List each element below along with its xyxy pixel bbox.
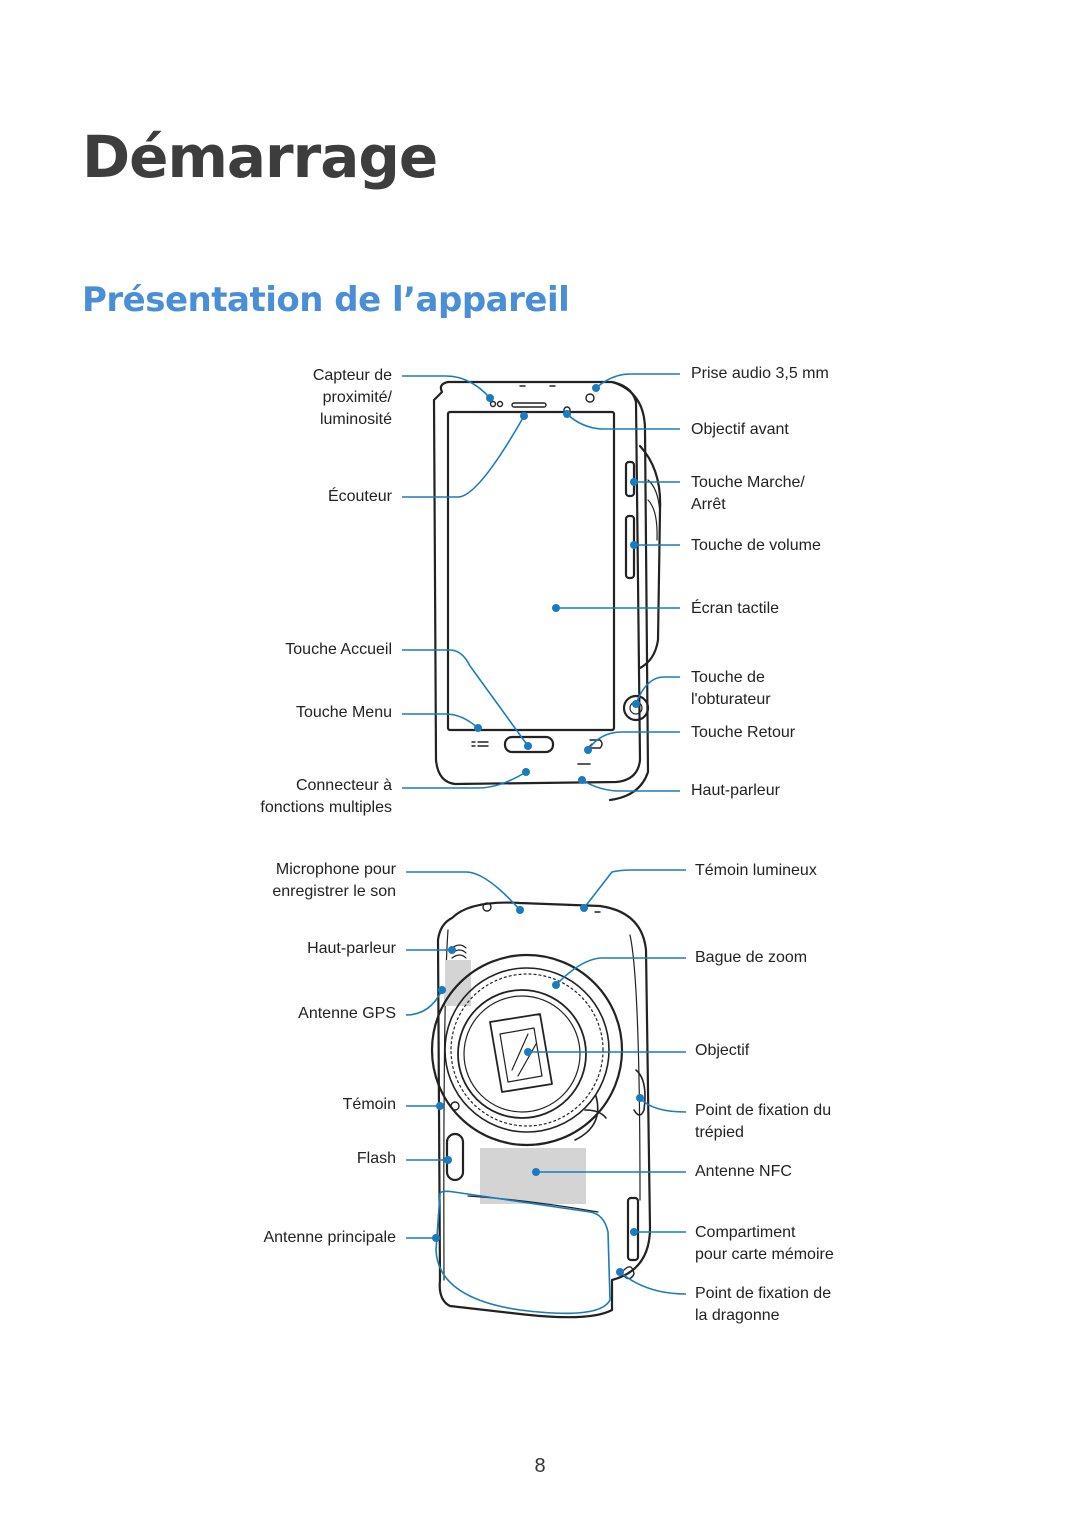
- label-earpiece: Écouteur: [327, 488, 392, 505]
- front-camera-grip: [638, 444, 662, 670]
- home-key-icon: [503, 735, 555, 754]
- tripod-mount-icon: [633, 1069, 646, 1116]
- lens-icon: [457, 989, 587, 1119]
- audio-jack-icon: [585, 393, 595, 403]
- label-power-key: Touche Marche/ Arrêt: [691, 474, 805, 513]
- label-indicator-light: Témoin lumineux: [695, 862, 817, 879]
- nfc-antenna-area: [480, 1148, 586, 1204]
- label-lens: Objectif: [695, 1042, 750, 1059]
- menu-key-icon: [471, 741, 489, 747]
- label-volume-key: Touche de volume: [691, 537, 821, 554]
- front-device: [432, 380, 662, 802]
- label-indicator: Témoin: [342, 1096, 396, 1113]
- label-strap-hole: Point de fixation de la dragonne: [695, 1285, 832, 1324]
- label-zoom-ring: Bague de zoom: [695, 949, 808, 966]
- zoom-ring-outer: [430, 953, 624, 1147]
- page-number: 8: [534, 1455, 546, 1477]
- earpiece-grille-icon: [511, 402, 547, 408]
- label-back-speaker: Haut-parleur: [307, 940, 396, 957]
- indicator-icon: [450, 1101, 460, 1111]
- label-shutter-key: Touche de l'obturateur: [691, 669, 771, 708]
- label-front-speaker: Haut-parleur: [691, 782, 780, 799]
- label-main-antenna: Antenne principale: [263, 1229, 396, 1246]
- label-tripod-mount: Point de fixation du trépied: [695, 1102, 832, 1141]
- memory-card-slot-icon: [626, 1196, 640, 1262]
- shutter-key-icon: [622, 694, 650, 722]
- lens-shutter-icon: [489, 1013, 553, 1093]
- label-nfc-antenna: Antenne NFC: [695, 1163, 792, 1180]
- label-home-key: Touche Accueil: [285, 641, 392, 658]
- label-touchscreen: Écran tactile: [691, 600, 780, 617]
- label-flash: Flash: [356, 1150, 396, 1167]
- back-device-body: [436, 901, 652, 1319]
- section-title: Présentation de l’appareil: [82, 280, 570, 320]
- gps-antenna-area: [445, 960, 471, 1006]
- front-device-body: [432, 380, 642, 786]
- zoom-ring-inner: [444, 967, 610, 1133]
- label-audio-jack: Prise audio 3,5 mm: [691, 365, 829, 382]
- back-device: [430, 901, 652, 1319]
- label-microphone: Microphone pour enregistrer le son: [272, 861, 396, 900]
- front-screen: [446, 410, 616, 732]
- label-front-camera: Objectif avant: [691, 421, 789, 438]
- label-back-key: Touche Retour: [691, 724, 796, 741]
- chapter-title: Démarrage: [82, 123, 438, 191]
- label-proximity-sensor: Capteur de proximité/ luminosité: [312, 367, 392, 428]
- label-multipurpose-jack: Connecteur à fonctions multiples: [260, 777, 392, 816]
- label-gps-antenna: Antenne GPS: [298, 1005, 396, 1022]
- proximity-sensor-icon: [489, 400, 497, 408]
- label-memory-card-slot: Compartiment pour carte mémoire: [695, 1224, 834, 1263]
- front-side-frame: [608, 380, 650, 802]
- label-menu-key: Touche Menu: [295, 704, 392, 721]
